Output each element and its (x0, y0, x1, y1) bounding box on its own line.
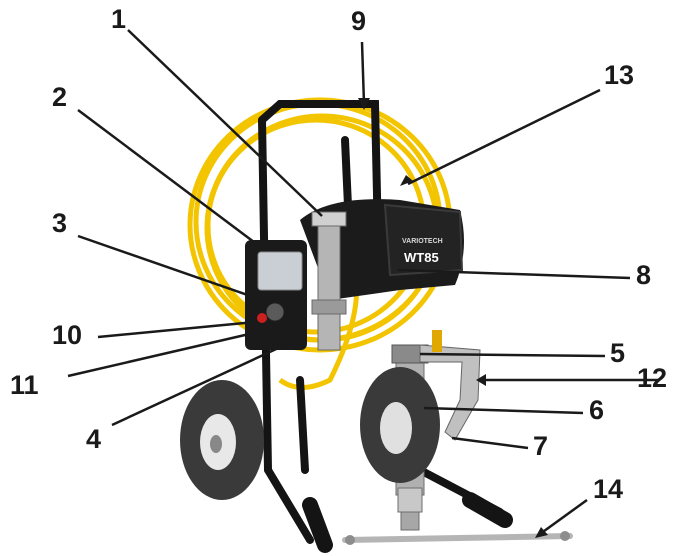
control-display (257, 251, 303, 291)
extension-pole (342, 531, 573, 545)
leader-8 (397, 268, 631, 280)
leader-14 (539, 498, 588, 536)
callout-1: 1 (111, 4, 127, 34)
callout-9: 9 (351, 6, 367, 36)
callout-5: 5 (610, 338, 626, 368)
callout-6: 6 (589, 395, 605, 425)
right-wheel (360, 367, 440, 483)
callout-8: 8 (636, 260, 652, 290)
leader-7 (451, 436, 529, 450)
spray-gun (419, 330, 481, 441)
leader-13 (407, 88, 601, 186)
leader-11 (67, 330, 259, 378)
leader-4 (111, 336, 301, 427)
left-wheel (180, 380, 264, 500)
leader-3 (77, 234, 263, 302)
leader-5 (419, 352, 606, 358)
callout-13: 13 (604, 60, 635, 90)
brand-text: VARIOTECH (402, 238, 443, 245)
callout-11: 11 (10, 370, 39, 400)
callout-3: 3 (52, 208, 68, 238)
leader-10 (97, 320, 256, 339)
callout-2: 2 (52, 82, 68, 112)
control-box (245, 240, 307, 350)
callout-4: 4 (86, 424, 102, 454)
switch-red (257, 313, 267, 323)
callout-10: 10 (52, 320, 83, 350)
pressure-knob (265, 302, 285, 322)
leader-9 (360, 41, 366, 105)
callout-7: 7 (533, 431, 549, 461)
frame-foot-right (462, 492, 513, 528)
leader-2 (77, 109, 263, 249)
leader-1 (127, 29, 323, 217)
frame-foot (302, 497, 333, 553)
model-text: WT85 (404, 250, 439, 265)
leader-arrowheads (358, 98, 548, 538)
leader-lines (67, 29, 658, 536)
leader-6 (423, 406, 584, 415)
callout-14: 14 (593, 474, 624, 504)
callout-12: 12 (637, 363, 668, 393)
